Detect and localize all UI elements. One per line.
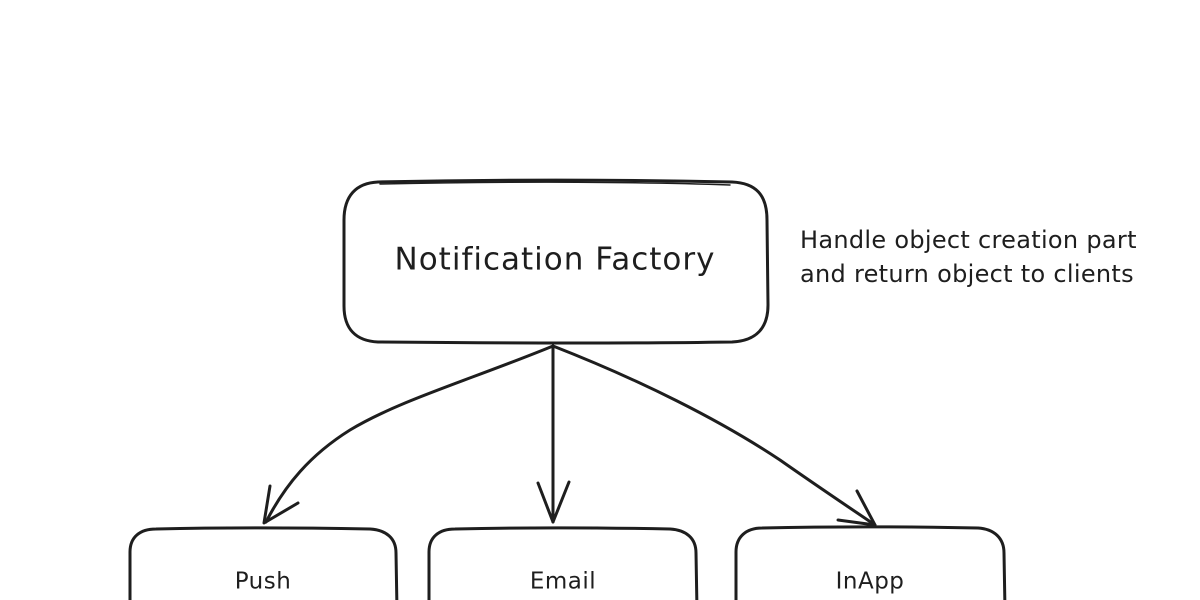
push-label: Push	[235, 569, 292, 595]
inapp-box	[734, 525, 1007, 600]
factory-label: Notification Factory	[395, 242, 716, 278]
arrow-to-push-head	[262, 484, 300, 525]
arrow-to-push-line	[264, 344, 555, 524]
arrow-to-push	[262, 344, 555, 525]
arrow-to-inapp	[551, 344, 877, 527]
factory-node[interactable]: Notification Factory	[342, 178, 770, 345]
arrow-to-email	[536, 344, 571, 524]
product-node-email[interactable]: Email	[427, 526, 699, 600]
arrow-to-email-head	[536, 480, 571, 524]
factory-box	[342, 178, 770, 345]
email-label: Email	[530, 569, 596, 595]
factory-box-sketch-stroke	[379, 181, 731, 186]
arrow-to-inapp-head	[836, 489, 877, 527]
annotation-line-1: Handle object creation part	[800, 226, 1137, 254]
inapp-label: InApp	[836, 569, 905, 595]
annotation-line-2: and return object to clients	[800, 260, 1134, 288]
annotation: Handle object creation part and return o…	[800, 226, 1137, 288]
arrow-to-inapp-line	[551, 344, 877, 527]
push-box	[128, 526, 399, 600]
product-node-inapp[interactable]: InApp	[734, 525, 1007, 600]
product-node-push[interactable]: Push	[128, 526, 399, 600]
email-box	[427, 526, 699, 600]
